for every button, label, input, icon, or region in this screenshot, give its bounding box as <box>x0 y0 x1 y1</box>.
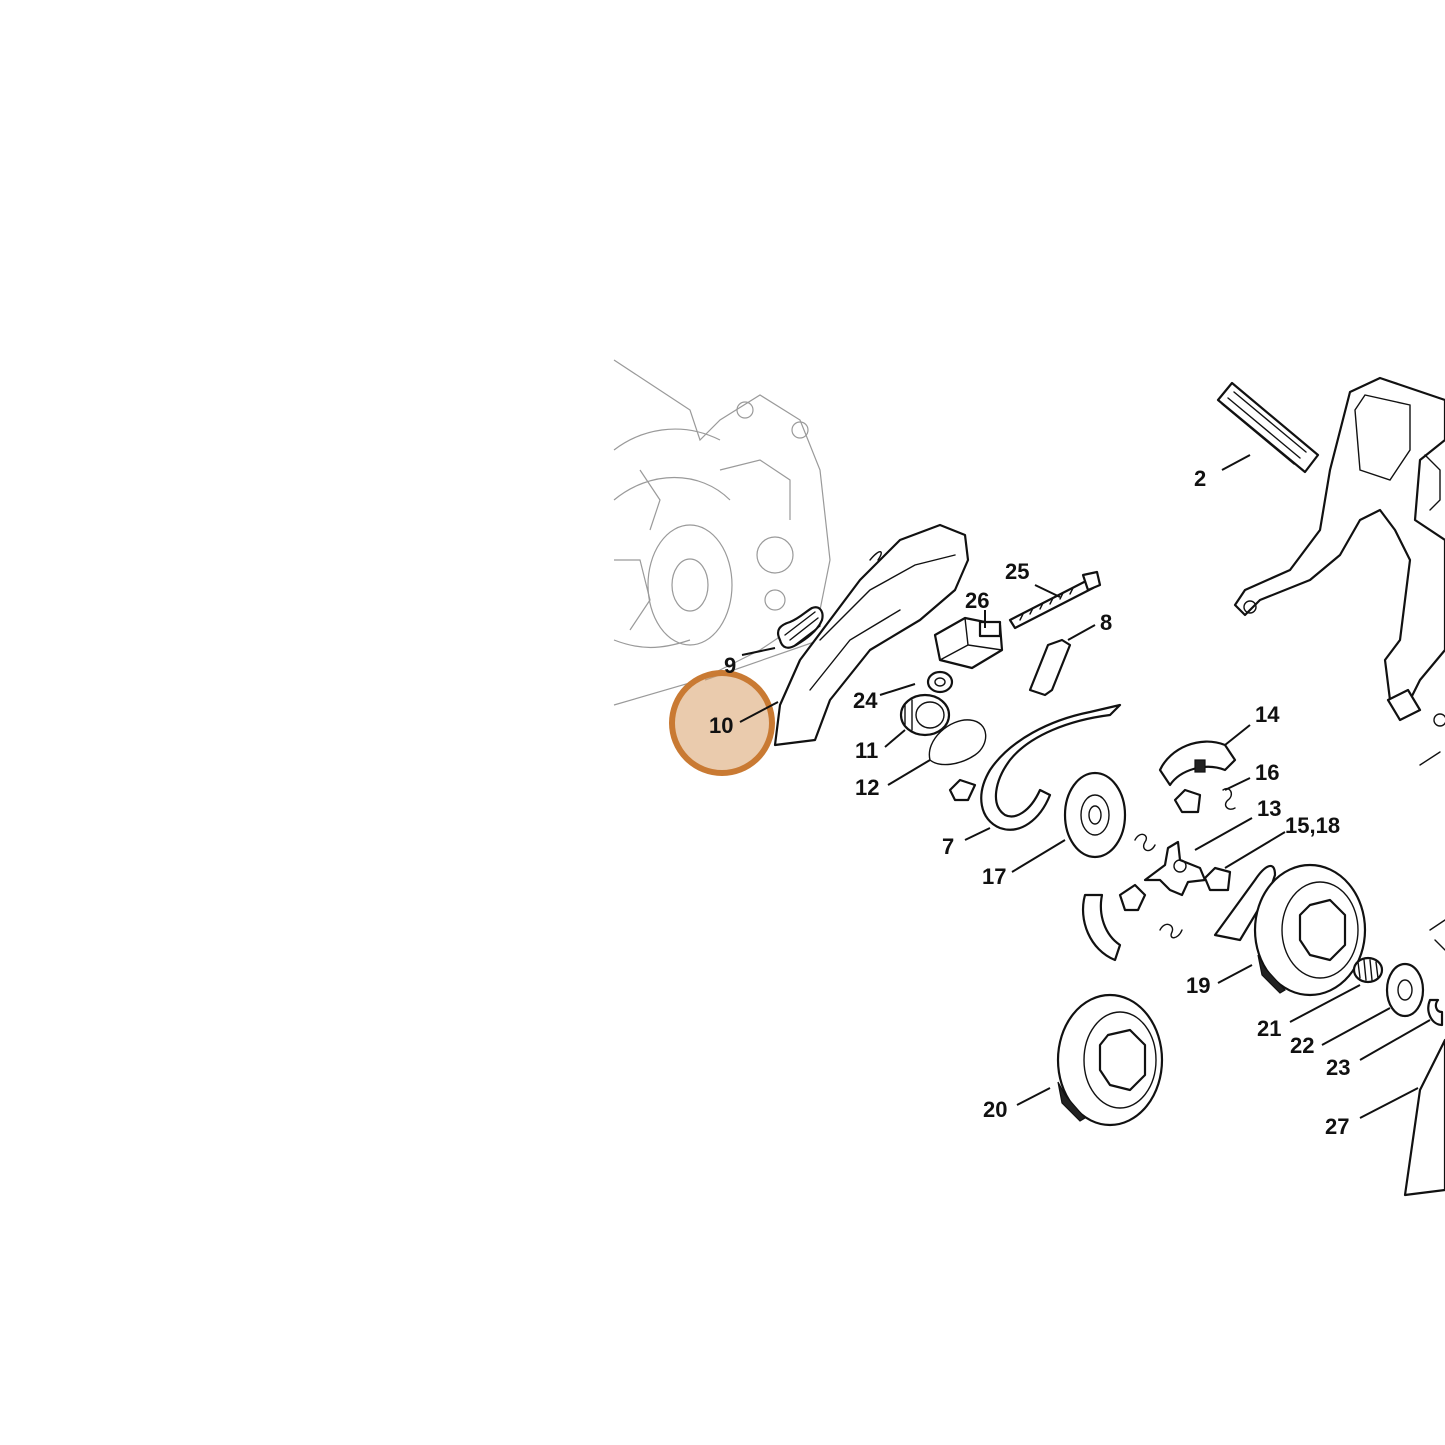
leader-lines <box>739 454 1431 1119</box>
hand-guard <box>1233 376 1445 766</box>
engine-housing <box>613 359 831 706</box>
callout-11: 11 <box>855 738 878 763</box>
callout-21: 21 <box>1257 1016 1281 1041</box>
callout-25: 25 <box>1005 559 1029 584</box>
callout-16: 16 <box>1255 760 1279 785</box>
callout-17: 17 <box>982 864 1006 889</box>
brake-band-part-7 <box>948 703 1122 831</box>
bracket-part-8 <box>1028 638 1072 697</box>
washer-part-22 <box>1385 962 1425 1018</box>
lever-part-26 <box>933 616 1004 670</box>
callout-9: 9 <box>724 653 736 678</box>
callout-8: 8 <box>1100 610 1112 635</box>
callout-10: 10 <box>709 713 733 738</box>
needle-cage-part-21 <box>1352 956 1384 984</box>
callout-12: 12 <box>855 775 879 800</box>
highlight-circle <box>669 670 775 776</box>
callout-23: 23 <box>1326 1055 1350 1080</box>
eclip-part-23 <box>1427 998 1444 1027</box>
wire-spring-part-12 <box>928 719 987 766</box>
spring-part-9 <box>776 606 824 649</box>
brake-cover-part-10 <box>773 523 970 747</box>
clutch-drum-part-19 <box>1253 863 1367 997</box>
callout-7: 7 <box>942 834 954 859</box>
bushing-part-24 <box>926 670 954 694</box>
clutch-assembly <box>1134 740 1277 942</box>
hand-guard-pad-part-2 <box>1216 381 1320 474</box>
callout-13: 13 <box>1257 796 1281 821</box>
callout-2: 2 <box>1194 466 1206 491</box>
callout-19: 19 <box>1186 973 1210 998</box>
sprocket-drum-part-20 <box>1056 993 1164 1127</box>
threaded-rod-part-25 <box>1008 570 1102 630</box>
callouts: 2 9 10 24 11 12 7 17 25 26 8 14 16 13 15… <box>709 466 1350 1139</box>
callout-27: 27 <box>1325 1114 1349 1139</box>
disc-part-17 <box>1063 771 1127 859</box>
callout-24: 24 <box>853 688 878 713</box>
callout-20: 20 <box>983 1097 1007 1122</box>
clutch-shoe <box>1081 883 1147 962</box>
callout-22: 22 <box>1290 1033 1314 1058</box>
roller-part-11 <box>899 693 951 737</box>
callout-15-18: 15,18 <box>1285 813 1340 838</box>
part-27 <box>1403 919 1445 1197</box>
callout-26: 26 <box>965 588 989 613</box>
callout-14: 14 <box>1255 702 1280 727</box>
